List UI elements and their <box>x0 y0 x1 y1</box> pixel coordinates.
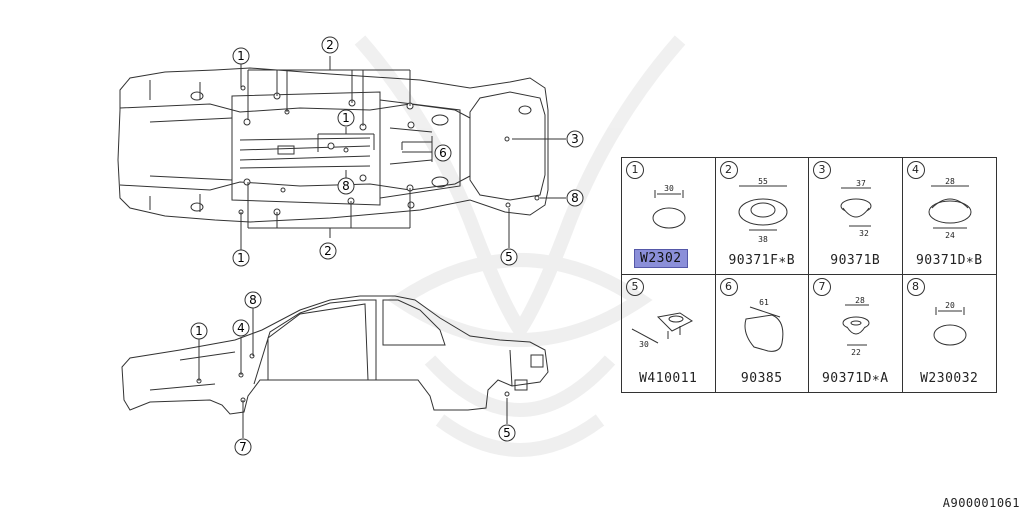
underbody-callout: 1 <box>232 47 250 65</box>
part-number: 90371F∗B <box>728 253 796 268</box>
svg-text:28: 28 <box>945 177 955 186</box>
parts-index: 3 <box>813 161 831 179</box>
parts-cell-3: 3 37 32 90371B <box>809 158 903 275</box>
svg-text:22: 22 <box>851 348 861 357</box>
underbody-hole-markers <box>238 85 540 216</box>
oval-plug-icon: 61 <box>744 298 783 352</box>
part-number[interactable]: W2302 <box>634 249 688 268</box>
parts-cell-6: 6 61 90385 <box>716 275 809 392</box>
parts-cell-4: 4 28 24 90371D∗B <box>902 158 996 275</box>
flat-plug-icon: 30 <box>652 184 686 229</box>
svg-text:30: 30 <box>639 340 649 349</box>
callout-number: 6 <box>439 146 447 160</box>
callout-number: 1 <box>342 111 350 125</box>
callout-number: 5 <box>503 426 511 440</box>
side-callout: 7 <box>234 438 252 456</box>
side-callout: 8 <box>244 291 262 309</box>
svg-text:28: 28 <box>855 296 865 305</box>
callout-number: 8 <box>342 179 350 193</box>
callout-number: 2 <box>326 38 334 52</box>
callout-number: 8 <box>249 293 257 307</box>
part-number: 90371D∗A <box>821 371 889 386</box>
dome-plug-icon: 28 24 <box>928 177 971 240</box>
cup-plug-icon: 37 32 <box>840 179 872 238</box>
parts-index: 6 <box>719 278 738 296</box>
callout-number: 7 <box>239 440 247 454</box>
underbody-callout: 2 <box>319 242 337 260</box>
side-view-leader-lines <box>198 308 508 438</box>
svg-text:20: 20 <box>945 301 955 310</box>
underbody-callout: 1 <box>337 109 355 127</box>
flanged-grommet-icon: 55 38 <box>738 177 787 244</box>
side-callout: 4 <box>232 319 250 337</box>
parts-index: 4 <box>906 161 925 179</box>
side-callout: 1 <box>190 322 208 340</box>
callout-number: 5 <box>505 250 513 264</box>
underbody-leader-lines <box>240 56 566 250</box>
part-number: W230032 <box>920 371 979 386</box>
underbody-callout: 2 <box>321 36 339 54</box>
callout-number: 1 <box>195 324 203 338</box>
svg-text:55: 55 <box>758 177 768 186</box>
side-view-outline <box>121 295 549 415</box>
svg-text:37: 37 <box>856 179 866 188</box>
parts-index: 2 <box>719 161 738 179</box>
svg-text:24: 24 <box>945 231 955 240</box>
parts-index: 5 <box>626 278 644 296</box>
svg-text:38: 38 <box>758 235 768 244</box>
callout-number: 3 <box>571 132 579 146</box>
flat-plug-icon: 20 <box>933 301 966 346</box>
part-number: 90385 <box>740 371 783 386</box>
tab-plug-icon: 30 <box>631 312 693 349</box>
underbody-callout: 3 <box>566 130 584 148</box>
stepped-plug-icon: 28 22 <box>842 296 870 357</box>
svg-text:61: 61 <box>759 298 769 307</box>
callout-number: 1 <box>237 251 245 265</box>
callout-number: 8 <box>571 191 579 205</box>
parts-index: 1 <box>626 161 644 179</box>
underbody-callout: 1 <box>232 249 250 267</box>
part-number: W410011 <box>639 371 698 386</box>
parts-index: 7 <box>813 278 831 296</box>
parts-cell-7: 7 28 22 90371D∗A <box>809 275 903 392</box>
underbody-callout: 6 <box>434 144 452 162</box>
svg-text:32: 32 <box>859 229 869 238</box>
callout-number: 4 <box>237 321 245 335</box>
underbody-callout: 5 <box>500 248 518 266</box>
part-number: 90371D∗B <box>915 253 983 268</box>
underbody-callout: 8 <box>337 177 355 195</box>
part-number: 90371B <box>830 253 881 268</box>
underbody-outline <box>117 67 549 223</box>
watermark-emblem <box>354 35 686 457</box>
underbody-callout: 8 <box>566 189 584 207</box>
parts-cell-2: 2 55 38 90371F∗B <box>715 158 809 275</box>
parts-index: 8 <box>906 278 925 296</box>
side-callout: 5 <box>498 424 516 442</box>
diagram-code: A900001061 <box>942 496 1020 510</box>
callout-number: 2 <box>324 244 332 258</box>
svg-text:30: 30 <box>664 184 674 193</box>
callout-number: 1 <box>237 49 245 63</box>
